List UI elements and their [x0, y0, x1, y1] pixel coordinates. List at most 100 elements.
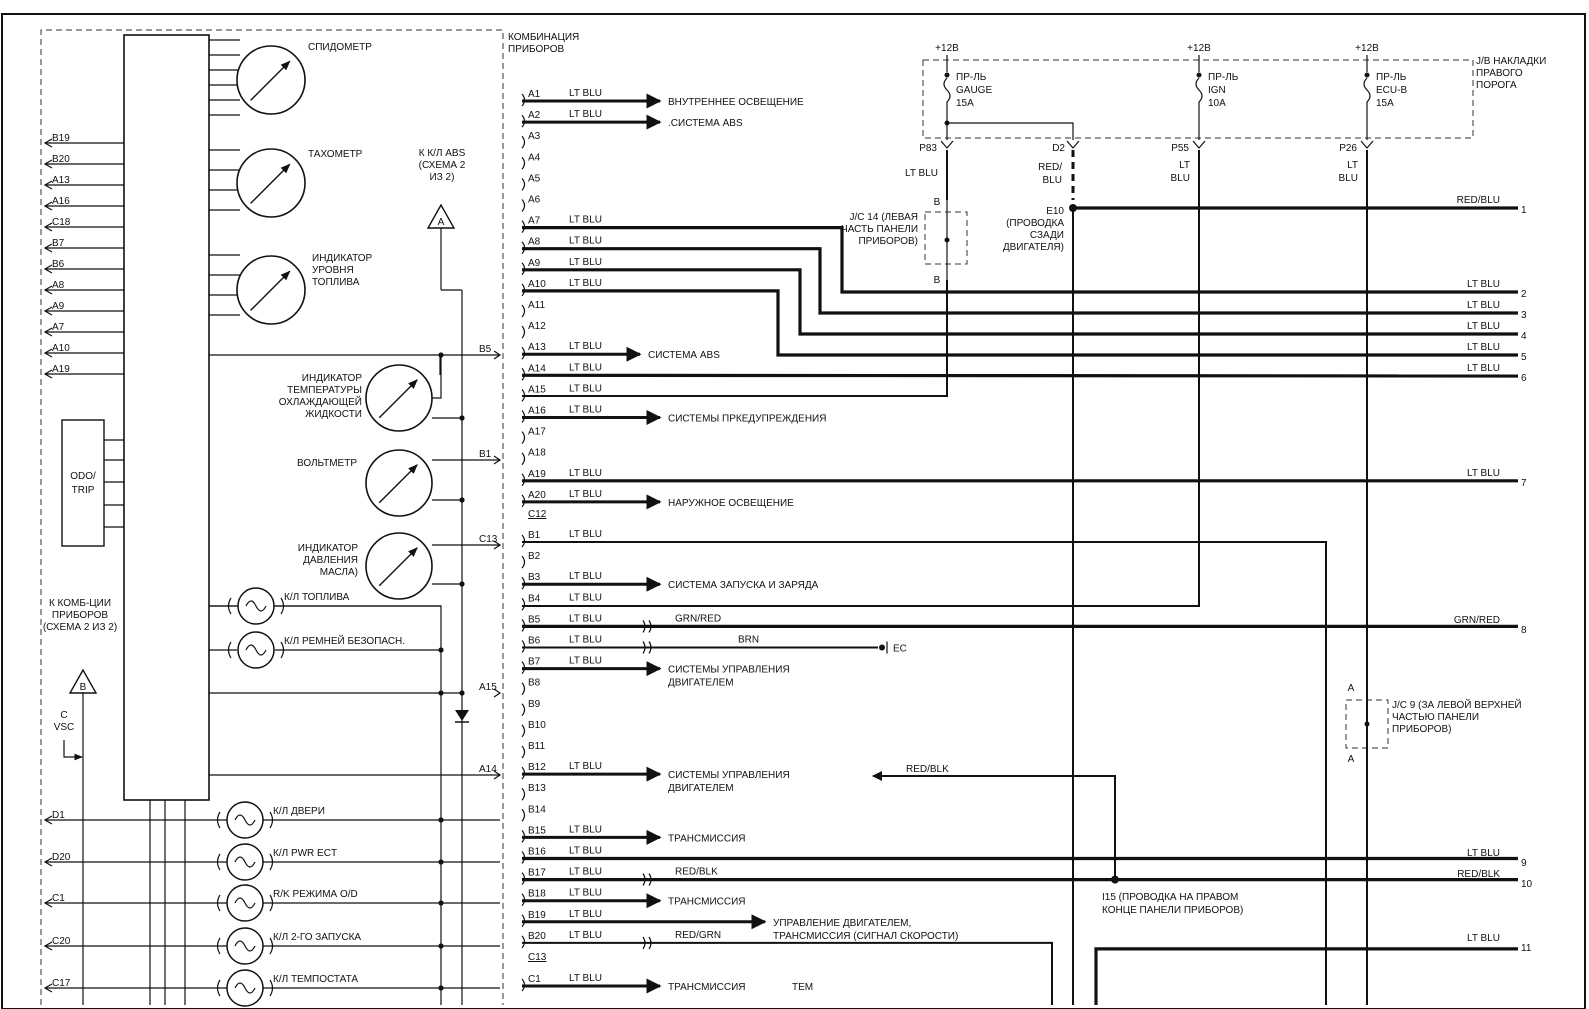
lower-left-pin-label: C17 — [52, 978, 71, 989]
output-wire-label: LT BLU — [1467, 321, 1500, 332]
left-pin-label: A10 — [52, 343, 70, 354]
wire-color-label: LT BLU — [569, 571, 602, 582]
left-pin-label: B6 — [52, 259, 65, 270]
output-number: 5 — [1521, 352, 1527, 363]
lower-left-pin-label: D1 — [52, 810, 65, 821]
connector-pin-mark — [521, 787, 526, 801]
wire-color-label: LT BLU — [569, 278, 602, 289]
connector-pin-mark — [521, 304, 526, 318]
connector-pin-label: A8 — [528, 237, 541, 248]
junction-dot — [438, 352, 444, 358]
connector-pin-mark — [521, 682, 526, 696]
output-number: 10 — [1521, 879, 1533, 890]
jc14-box — [924, 211, 968, 265]
output-number: 1 — [1521, 205, 1527, 216]
fuse-group: +12ВПР-ЛЬGAUGE15AP83+12ВПР-ЛЬIGN10AP55+1… — [919, 43, 1407, 154]
left-pin-chevron — [43, 306, 53, 316]
connector-pin-mark — [521, 724, 526, 738]
connector-pin-label: B8 — [528, 678, 541, 689]
left-pin-chevron — [43, 222, 53, 232]
connector-pin-label: A4 — [528, 152, 541, 163]
connector-pin-label: B4 — [528, 593, 541, 604]
d2-pin-label: D2 — [1052, 143, 1065, 154]
connector-pin-label: B19 — [528, 910, 546, 921]
connector-pin-label: A15 — [528, 384, 546, 395]
lamp-filament — [245, 600, 267, 612]
fuse-label: 15A — [1376, 98, 1394, 109]
lamp-od: R/K РЕЖИМА O/D — [216, 884, 358, 922]
wire-color-label: LT BLU — [569, 635, 602, 646]
lamp-filament — [245, 644, 267, 656]
harness-wire — [1094, 947, 1518, 1005]
fuse-label: ECU-B — [1376, 85, 1407, 96]
connector-pin-mark — [521, 555, 526, 569]
left-pin-chevron — [43, 285, 53, 295]
connector-pin-label: A19 — [528, 469, 546, 480]
lamp-bracket — [216, 894, 274, 912]
lamp-label: К/Л РЕМНЕЙ БЕЗОПАСН. — [284, 634, 405, 647]
left-pin-chevron — [43, 348, 53, 358]
connector-pin-label: B16 — [528, 847, 546, 858]
connector-splice-mark — [642, 620, 652, 633]
output-wire-label: RED/BLU — [1457, 195, 1500, 206]
destination-label: ВНУТРЕННЕЕ ОСВЕЩЕНИЕ — [668, 97, 804, 108]
lamp-label: R/K РЕЖИМА O/D — [273, 889, 358, 900]
internal-pin-chevron — [493, 540, 502, 550]
junction-dot — [438, 859, 444, 865]
destination-label: ТРАНСМИССИЯ — [668, 982, 745, 993]
junction-dot — [438, 900, 444, 906]
destination-label: СИСТЕМЫ УПРАВЛЕНИЯ — [668, 770, 790, 781]
wire-color-label: LT BLU — [569, 341, 602, 352]
connector-pin-label: B17 — [528, 868, 546, 879]
left-pin-label: C18 — [52, 217, 71, 228]
harness-wire — [521, 373, 1519, 378]
lamp-filament — [234, 814, 256, 826]
b17-wire-label: RED/BLK — [675, 867, 718, 878]
connector-pin-label: A18 — [528, 448, 546, 459]
destination-label: ДВИГАТЕЛЕМ — [668, 678, 734, 689]
gauge-volt: ВОЛЬТМЕТР — [297, 449, 433, 517]
gauge-label: ВОЛЬТМЕТР — [297, 458, 357, 469]
gauge-label: ТАХОМЕТР — [308, 149, 363, 160]
lamp-bracket — [216, 853, 274, 871]
left-pin-chevron — [43, 138, 53, 148]
wire-color-label: LT BLU — [569, 405, 602, 416]
lamp-tstat: К/Л ТЕМПОСТАТА — [216, 969, 358, 1007]
connector-pin-mark — [521, 431, 526, 444]
connector-pin-mark — [521, 703, 526, 717]
output-wire-label: LT BLU — [1467, 848, 1500, 859]
internal-pin-chevron — [493, 455, 502, 465]
fuse-pin-label: P55 — [1171, 143, 1189, 154]
connector-pin-label: A3 — [528, 131, 541, 142]
left-pin-chevron — [43, 243, 53, 253]
left-pin-chevron — [43, 327, 53, 337]
wire-color-label: LT BLU — [569, 88, 602, 99]
red-blk-arrow-label: RED/BLK — [906, 764, 949, 775]
output-wire-label: LT BLU — [1467, 363, 1500, 374]
connector-pin-label: B11 — [528, 741, 545, 752]
abs-ref-triangle — [426, 203, 456, 229]
lower-left-pin-label: D20 — [52, 852, 71, 863]
connector-pin-label: A14 — [528, 363, 546, 374]
connector-pin-label: B13 — [528, 783, 546, 794]
wire-color-label: LT BLU — [569, 215, 602, 226]
wire-color-label: LT BLU — [569, 930, 602, 941]
destination-label: СИСТЕМЫ УПРАВЛЕНИЯ — [668, 665, 790, 676]
lamp-filament — [234, 897, 256, 909]
harness-wire — [522, 541, 1327, 1005]
harness-wire — [878, 775, 1116, 880]
supply-label: +12В — [1355, 43, 1379, 54]
left-pin-label: B19 — [52, 133, 70, 144]
